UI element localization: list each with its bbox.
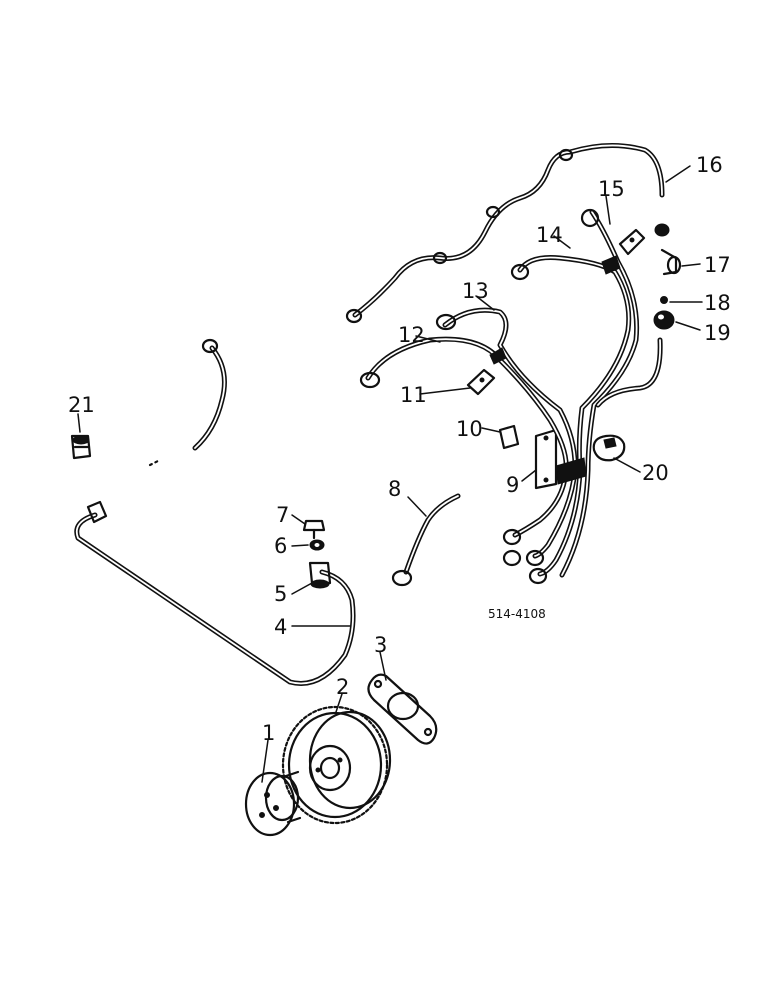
part-4-pipe[interactable] bbox=[74, 500, 356, 686]
callout-15: 15 bbox=[598, 177, 625, 201]
part-19-cap[interactable] bbox=[653, 310, 675, 330]
callout-16: 16 bbox=[696, 153, 723, 177]
part-6-washer[interactable] bbox=[309, 539, 325, 551]
callout-labels: 1 2 3 4 5 6 7 8 9 10 11 12 13 14 15 16 1… bbox=[68, 153, 731, 745]
part-8-pipe[interactable] bbox=[391, 493, 461, 587]
part-9-bracket[interactable] bbox=[534, 428, 558, 490]
callout-5: 5 bbox=[274, 582, 287, 606]
callout-11: 11 bbox=[400, 383, 427, 407]
part-20-clamp[interactable] bbox=[592, 434, 626, 462]
callout-20: 20 bbox=[642, 461, 669, 485]
part-3-gasket[interactable] bbox=[367, 673, 438, 745]
callout-21: 21 bbox=[68, 393, 95, 417]
callout-12: 12 bbox=[398, 323, 425, 347]
part-7-bolt[interactable] bbox=[302, 519, 326, 540]
callout-19: 19 bbox=[704, 321, 731, 345]
callout-8: 8 bbox=[388, 477, 401, 501]
callout-6: 6 bbox=[274, 534, 287, 558]
callout-1: 1 bbox=[262, 721, 275, 745]
part-15-clamp[interactable] bbox=[618, 228, 646, 256]
part-10-clip[interactable] bbox=[498, 424, 520, 450]
callout-10: 10 bbox=[456, 417, 483, 441]
part-18-washer[interactable] bbox=[660, 296, 668, 304]
leader-lines bbox=[77, 165, 703, 783]
callout-18: 18 bbox=[704, 291, 731, 315]
part-16-leak-off-pipe[interactable] bbox=[345, 142, 665, 324]
reference-code: 514-4108 bbox=[488, 607, 546, 621]
callout-4: 4 bbox=[274, 615, 287, 639]
part-2-gear[interactable] bbox=[281, 705, 392, 825]
part-5-union[interactable] bbox=[308, 561, 332, 589]
callout-14: 14 bbox=[536, 223, 563, 247]
callout-7: 7 bbox=[276, 503, 289, 527]
part-17-banjo[interactable] bbox=[654, 223, 682, 276]
return-pipe-left[interactable] bbox=[148, 338, 227, 467]
callout-13: 13 bbox=[462, 279, 489, 303]
callout-17: 17 bbox=[704, 253, 731, 277]
callout-2: 2 bbox=[336, 675, 349, 699]
part-11-clamp[interactable] bbox=[466, 368, 496, 396]
callout-9: 9 bbox=[506, 473, 519, 497]
part-1-hub-cap[interactable] bbox=[244, 770, 302, 837]
part-21-fitting[interactable] bbox=[70, 434, 92, 460]
callout-3: 3 bbox=[374, 633, 387, 657]
